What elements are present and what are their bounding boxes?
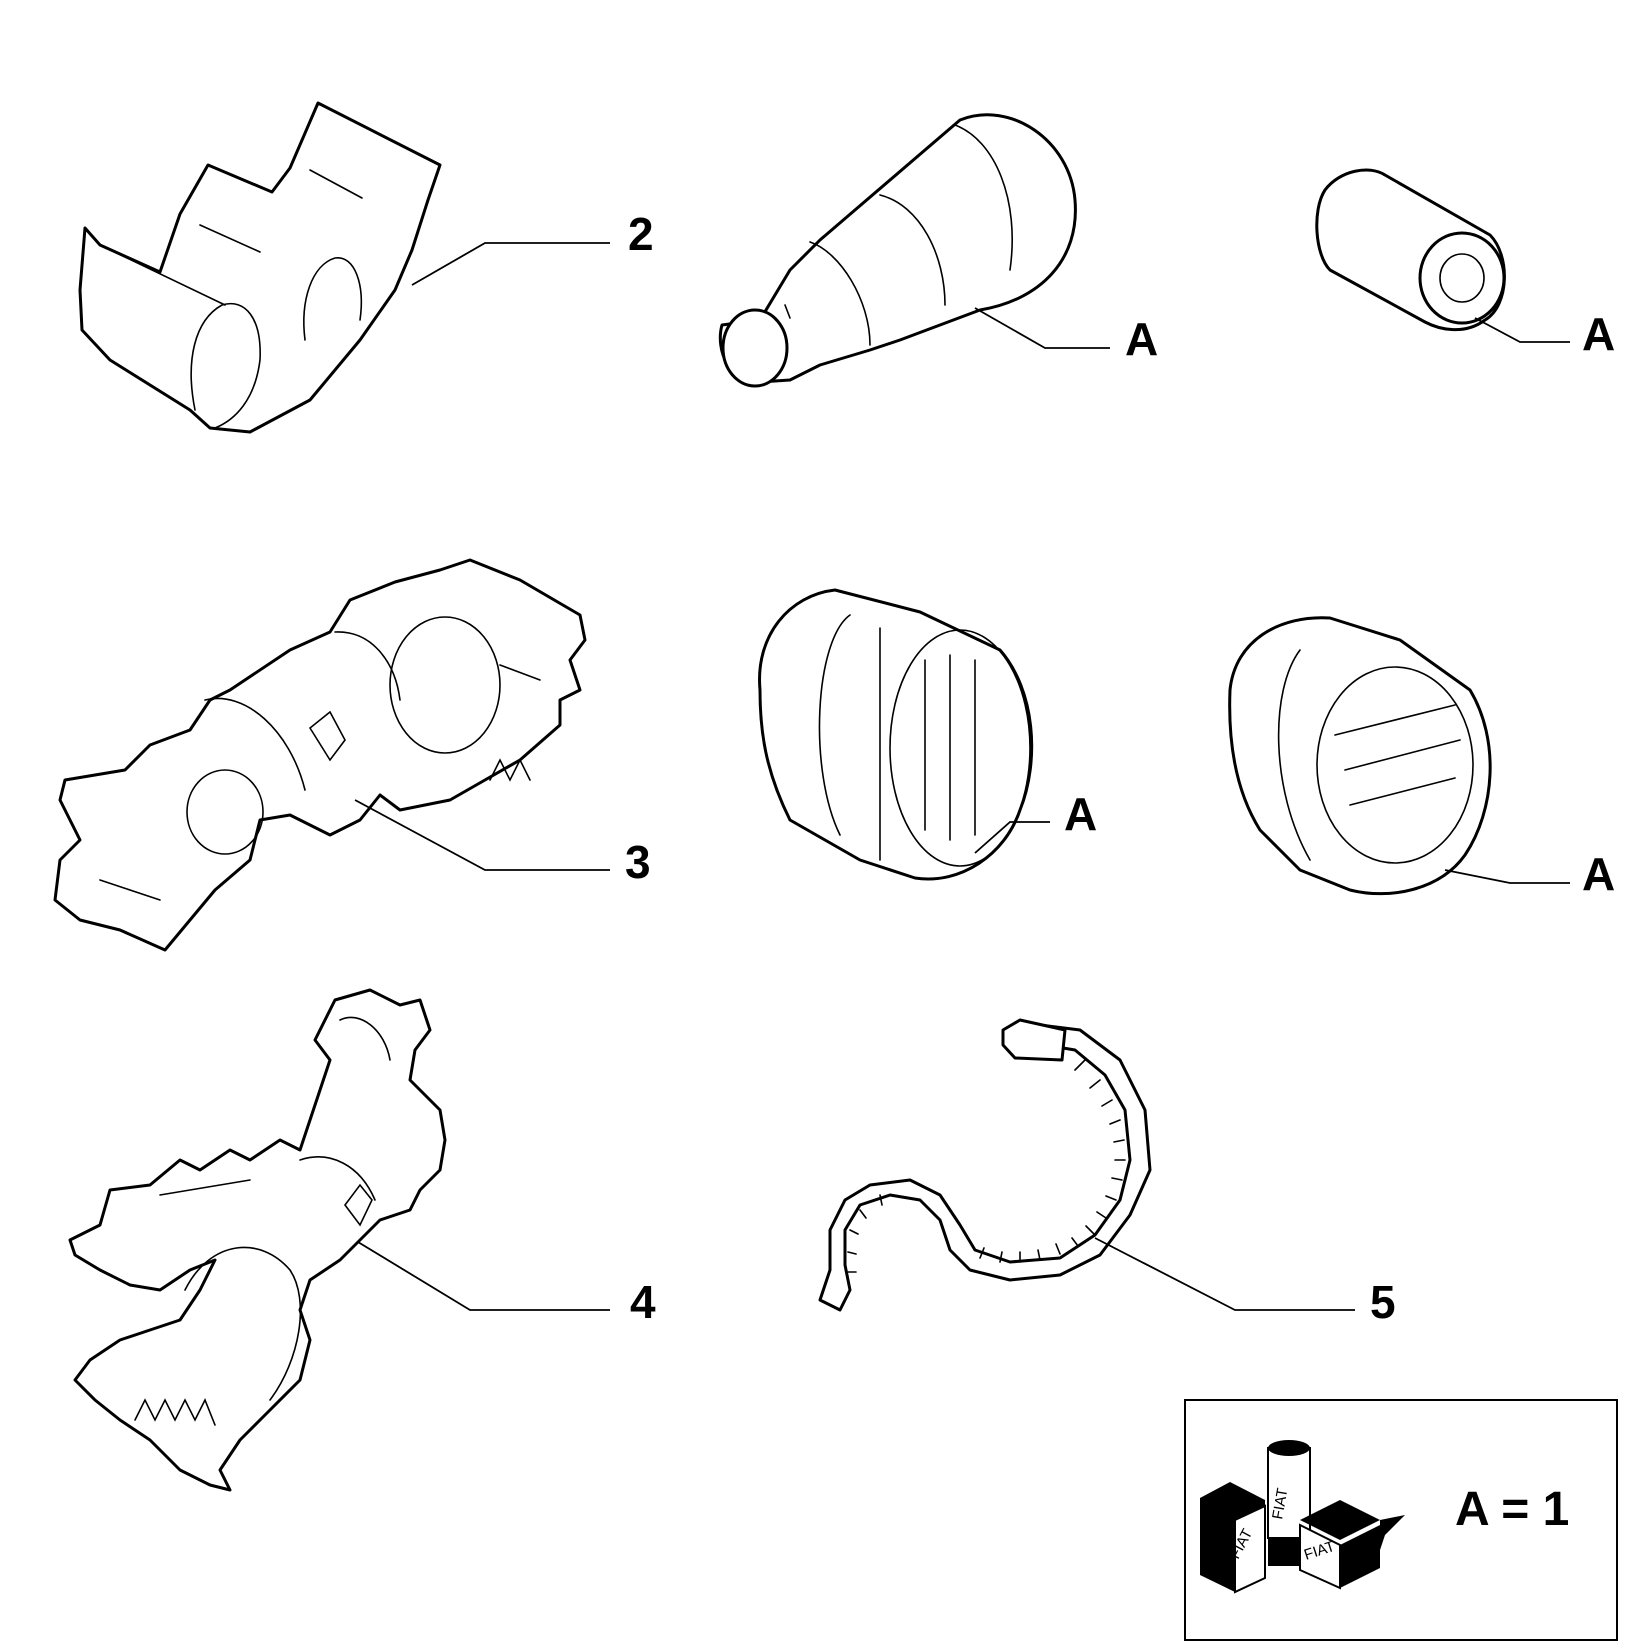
clip-saddle-part [78,101,442,434]
leader-lines [354,242,1570,1311]
ribbed-cap-vertical-part [758,588,1034,881]
callout-a-vertical-cap: A [1064,788,1097,840]
legend-text: A = 1 [1455,1483,1569,1536]
ribbed-cap-diagonal-part [1228,616,1492,896]
logo-label-cylinder: FIAT [1269,1487,1291,1521]
fiat-parts-logo: FIAT FIAT FIAT [1200,1440,1405,1594]
small-sleeve-part [1315,168,1506,332]
callout-4: 4 [630,1276,656,1328]
double-pipe-clip-part [53,558,587,952]
legend-box: FIAT FIAT FIAT A = 1 [1184,1399,1618,1641]
callout-5: 5 [1370,1276,1396,1328]
stepped-sleeve-part [718,113,1077,388]
callout-a-small-sleeve: A [1582,308,1615,360]
large-pipe-clip-part [68,988,447,1492]
callout-3: 3 [625,836,651,888]
callout-a-diagonal-cap: A [1582,848,1615,900]
cable-tie-part [818,1018,1152,1312]
callout-2: 2 [628,208,654,260]
callout-a-stepped-sleeve: A [1125,313,1158,365]
